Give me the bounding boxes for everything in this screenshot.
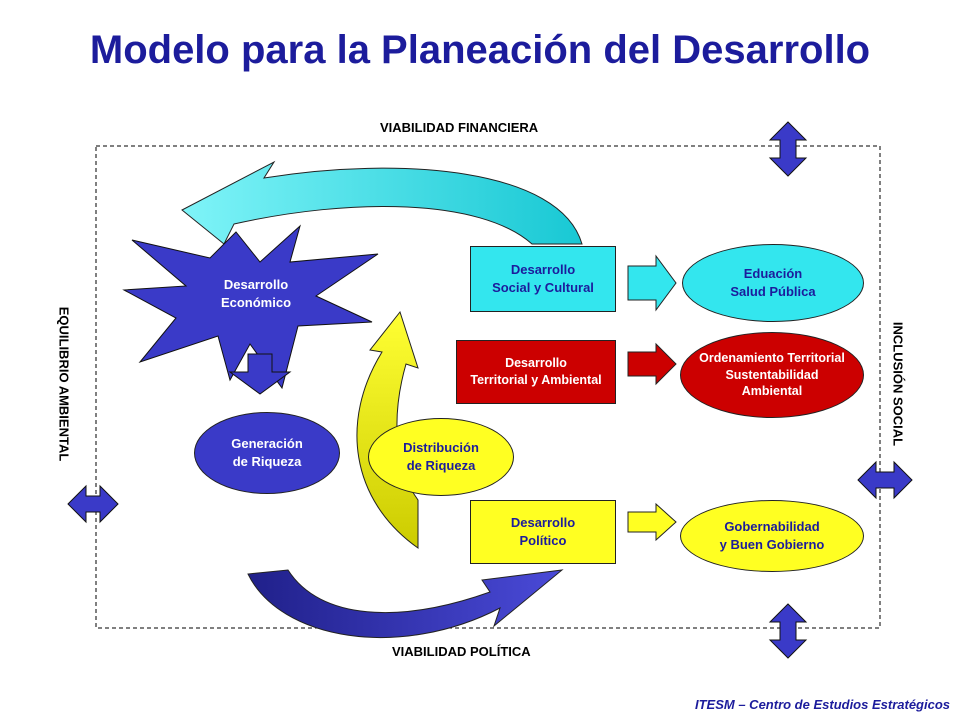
page-title: Modelo para la Planeación del Desarrollo [89, 28, 871, 72]
node-educacion-line2: Salud Pública [730, 284, 816, 299]
footer-credit: ITESM – Centro de Estudios Estratégicos [695, 697, 950, 712]
node-ordenamiento-line3: Ambiental [741, 384, 803, 399]
down-arrow-blue [228, 353, 292, 395]
node-generacion-riqueza: Generación de Riqueza [194, 412, 340, 494]
node-social-line2: Social y Cultural [492, 280, 594, 295]
node-educacion-salud: Eduación Salud Pública [682, 244, 864, 322]
curved-arrow-navy [247, 569, 564, 639]
label-viabilidad-financiera: VIABILIDAD FINANCIERA [380, 120, 539, 135]
node-distribucion-line1: Distribución [403, 440, 479, 456]
node-generacion-line2: de Riqueza [232, 454, 302, 469]
node-desarrollo-economico-line2: Económico [220, 294, 292, 310]
node-territorial-line1: Desarrollo [505, 356, 567, 371]
node-educacion-line1: Eduación [743, 266, 803, 282]
arrow-territorial-to-ordenamiento [627, 342, 677, 386]
dashed-frame [95, 145, 881, 629]
node-distribucion-line2: de Riqueza [406, 458, 476, 473]
arrow-politico-to-gobernabilidad [627, 502, 677, 542]
node-desarrollo-politico: Desarrollo Político [470, 500, 616, 564]
node-gobernabilidad: Gobernabilidad y Buen Gobierno [680, 500, 864, 572]
node-ordenamiento-territorial: Ordenamiento Territorial Sustentabilidad… [680, 332, 864, 418]
node-desarrollo-social: Desarrollo Social y Cultural [470, 246, 616, 312]
node-ordenamiento-line2: Sustentabilidad [725, 367, 819, 382]
node-distribucion-riqueza: Distribución de Riqueza [368, 418, 514, 496]
node-desarrollo-territorial: Desarrollo Territorial y Ambiental [456, 340, 616, 404]
node-politico-line2: Político [519, 533, 567, 548]
curved-arrow-cyan [181, 160, 583, 245]
double-arrow-horizontal-right[interactable] [857, 460, 913, 500]
node-territorial-line2: Territorial y Ambiental [470, 373, 602, 387]
star-desarrollo-economico [122, 224, 379, 390]
label-viabilidad-politica: VIABILIDAD POLÍTICA [392, 644, 531, 659]
node-generacion-line1: Generación [231, 436, 303, 452]
double-arrow-vertical-top[interactable] [768, 121, 808, 177]
node-desarrollo-economico: Desarrollo Económico [196, 276, 316, 311]
node-politico-line1: Desarrollo [510, 515, 576, 531]
node-social-line1: Desarrollo [510, 262, 576, 278]
double-arrow-vertical-bottom[interactable] [768, 603, 808, 659]
node-gobernabilidad-line1: Gobernabilidad [724, 519, 820, 535]
node-ordenamiento-line1: Ordenamiento Territorial [699, 350, 845, 365]
double-arrow-horizontal-left[interactable] [67, 484, 119, 524]
node-gobernabilidad-line2: y Buen Gobierno [719, 537, 825, 552]
arrow-social-to-educacion [627, 254, 677, 312]
node-desarrollo-economico-line1: Desarrollo [223, 277, 289, 292]
